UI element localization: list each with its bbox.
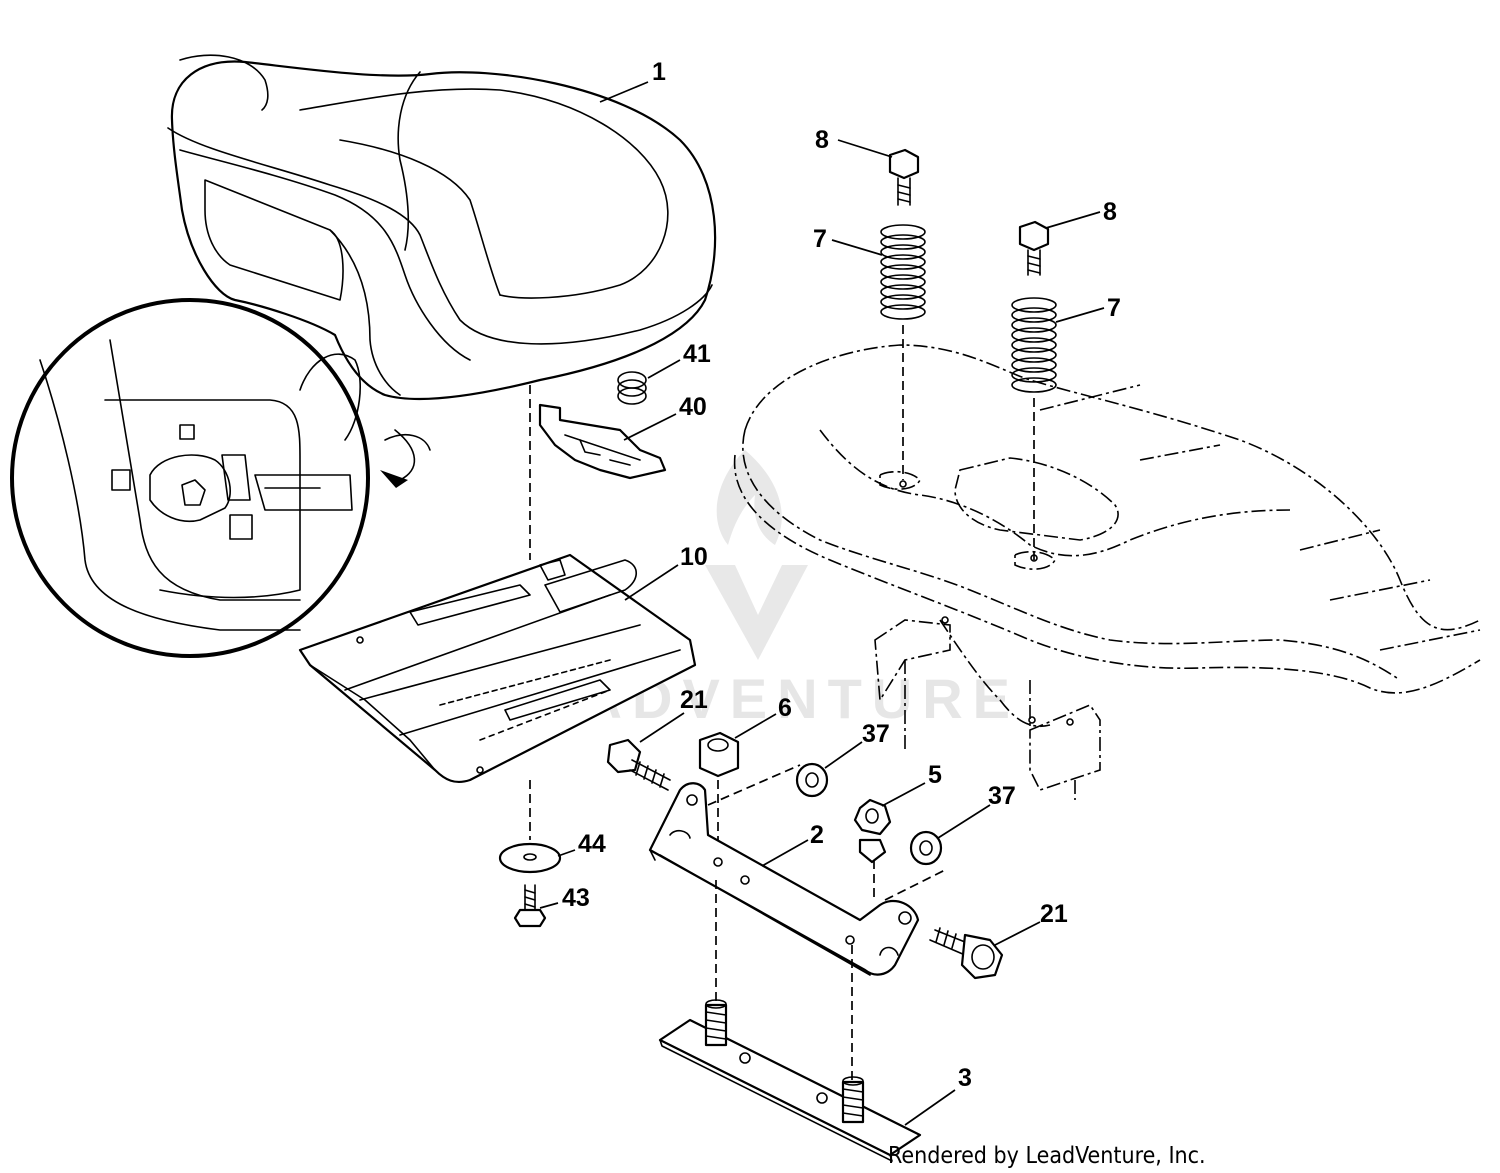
- leader-6: [734, 713, 777, 739]
- watermark-flame-icon: [716, 450, 782, 545]
- washer-part-44[interactable]: [498, 842, 562, 874]
- callout-2: 2: [810, 821, 824, 849]
- watermark-v-icon: [705, 565, 808, 660]
- inset-arrow: [394, 429, 416, 481]
- spring-part-41[interactable]: [617, 371, 647, 405]
- callout-1: 1: [652, 58, 666, 86]
- chassis-phantom-outline: [733, 344, 1481, 800]
- leader-1: [599, 81, 649, 103]
- callout-8b: 8: [1103, 198, 1117, 226]
- bolt-part-43[interactable]: [513, 884, 547, 928]
- seat-part-1[interactable]: [167, 54, 717, 401]
- clip-part-40[interactable]: [538, 403, 667, 480]
- detail-circle: [10, 298, 370, 658]
- callout-44: 44: [578, 830, 606, 858]
- callout-37b: 37: [988, 782, 1016, 810]
- bolt-part-21-left[interactable]: [606, 738, 671, 791]
- callout-40: 40: [679, 393, 707, 421]
- leader-21a: [639, 712, 685, 743]
- detail-inset: [10, 298, 431, 658]
- nut-part-37-upper[interactable]: [795, 762, 829, 798]
- callout-41: 41: [683, 340, 711, 368]
- callout-6: 6: [778, 694, 792, 722]
- leader-8a: [837, 139, 893, 158]
- bolt-part-8-right[interactable]: [1018, 220, 1050, 276]
- leader-2: [761, 839, 809, 867]
- inset-clip-icon: [179, 424, 195, 440]
- leader-44: [557, 849, 576, 857]
- bolt-part-21-right[interactable]: [929, 927, 1004, 980]
- leader-10: [624, 564, 679, 601]
- plate-part-3[interactable]: [658, 999, 922, 1162]
- callout-5: 5: [928, 761, 942, 789]
- bracket-part-2[interactable]: [648, 764, 946, 976]
- callout-7a: 7: [813, 225, 827, 253]
- spring-part-7-left[interactable]: [880, 224, 926, 320]
- leader-40: [623, 413, 677, 441]
- nut-part-6[interactable]: [698, 731, 740, 778]
- leader-37b: [937, 804, 991, 839]
- leader-7b: [1055, 307, 1105, 323]
- spring-part-7-right[interactable]: [1011, 297, 1057, 393]
- inset-arrow-head-icon: [380, 470, 408, 488]
- callout-43: 43: [562, 884, 590, 912]
- bolt-part-8-left[interactable]: [888, 148, 920, 206]
- leader-8b: [1045, 211, 1101, 229]
- callout-8a: 8: [815, 126, 829, 154]
- callout-7b: 7: [1107, 294, 1121, 322]
- credit-text: Rendered by LeadVenture, Inc.: [888, 1143, 1206, 1169]
- callout-37a: 37: [862, 720, 890, 748]
- callout-21b: 21: [1040, 900, 1068, 928]
- seat-plate-part-10[interactable]: [298, 553, 697, 784]
- clip-part-5[interactable]: [853, 798, 892, 864]
- leader-5: [881, 782, 926, 807]
- callout-10: 10: [680, 543, 708, 571]
- leader-7a: [831, 239, 883, 256]
- leader-3: [904, 1089, 956, 1126]
- callout-3: 3: [958, 1064, 972, 1092]
- leader-21b: [994, 921, 1041, 946]
- callout-21a: 21: [680, 686, 708, 714]
- leader-43: [539, 902, 559, 909]
- leader-41: [647, 359, 681, 379]
- nut-part-37-lower[interactable]: [909, 830, 943, 866]
- leader-37a: [824, 741, 863, 769]
